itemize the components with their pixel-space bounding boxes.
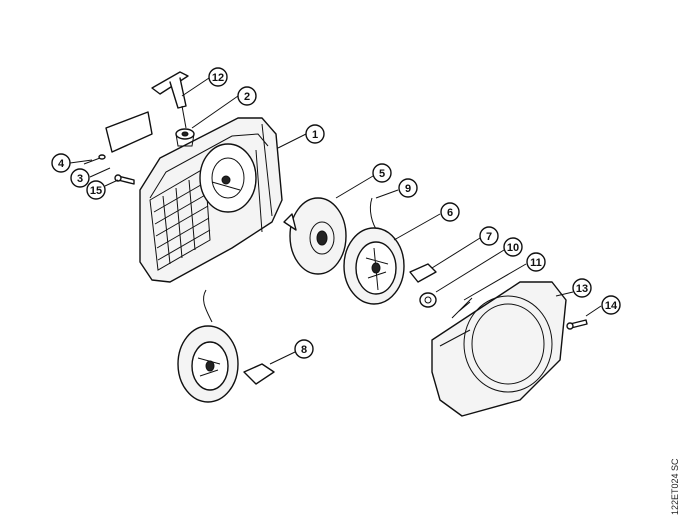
pawl-alt xyxy=(243,363,275,385)
svg-text:11: 11 xyxy=(530,257,542,269)
housing-screw xyxy=(114,174,135,185)
callout-14: 14 xyxy=(601,295,621,315)
rope-guide-bush xyxy=(175,128,195,147)
leader-lines xyxy=(69,77,602,365)
svg-text:14: 14 xyxy=(605,300,618,312)
rewind-spring-housing xyxy=(283,197,347,275)
small-pin xyxy=(83,154,106,165)
svg-text:7: 7 xyxy=(486,231,492,243)
washer xyxy=(419,292,437,308)
svg-text:9: 9 xyxy=(405,183,411,195)
svg-text:4: 4 xyxy=(58,158,65,170)
svg-text:8: 8 xyxy=(301,344,307,356)
svg-text:1: 1 xyxy=(312,129,318,141)
callout-13: 13 xyxy=(572,278,592,298)
starter-grip xyxy=(151,71,189,129)
starter-housing xyxy=(139,117,283,283)
spring-wire xyxy=(369,197,379,233)
svg-text:12: 12 xyxy=(212,72,224,84)
spring-clip xyxy=(451,297,473,319)
callout-9: 9 xyxy=(398,178,418,198)
svg-text:10: 10 xyxy=(507,242,519,254)
callout-15: 15 xyxy=(86,180,106,200)
svg-text:13: 13 xyxy=(576,283,588,295)
pawl xyxy=(409,263,437,283)
callout-1: 1 xyxy=(305,124,325,144)
fan-cover-screw xyxy=(566,319,588,330)
callout-3: 3 xyxy=(70,168,90,188)
callout-2: 2 xyxy=(237,86,257,106)
svg-text:5: 5 xyxy=(379,168,385,180)
fan-cover xyxy=(431,281,567,417)
cover-plate xyxy=(105,111,153,153)
callout-4: 4 xyxy=(51,153,71,173)
callout-8: 8 xyxy=(294,339,314,359)
svg-text:6: 6 xyxy=(447,207,453,219)
callout-6: 6 xyxy=(440,202,460,222)
callout-5: 5 xyxy=(372,163,392,183)
housing-grille xyxy=(149,167,211,271)
svg-text:3: 3 xyxy=(77,173,83,185)
svg-text:2: 2 xyxy=(244,91,250,103)
callout-11: 11 xyxy=(526,252,546,272)
callout-10: 10 xyxy=(503,237,523,257)
svg-text:15: 15 xyxy=(90,185,102,197)
rope-rotor-alt xyxy=(177,289,239,403)
callout-12: 12 xyxy=(208,67,228,87)
reference-code: 122ET024 SC xyxy=(670,458,680,515)
rope-rotor xyxy=(343,227,405,305)
callout-7: 7 xyxy=(479,226,499,246)
